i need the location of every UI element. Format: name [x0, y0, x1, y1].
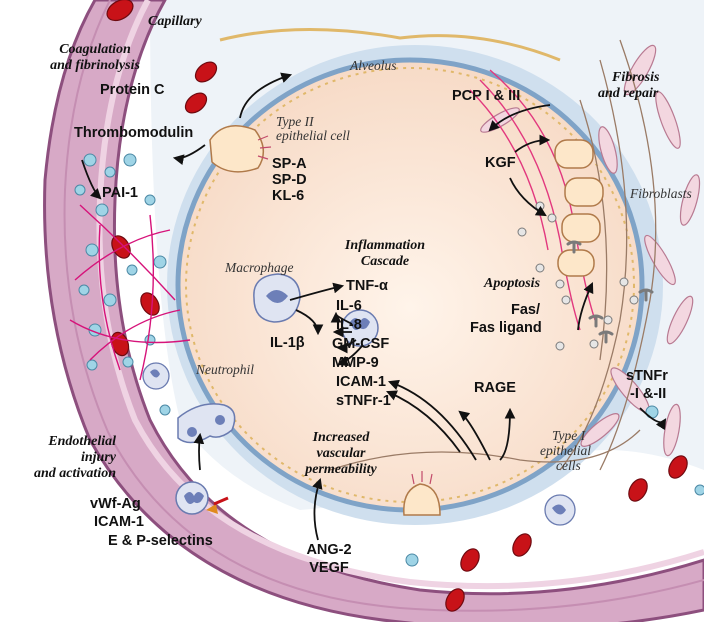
coagulation-label-line1: Coagulation: [59, 42, 131, 57]
permeability-label-line3: permeability: [305, 462, 377, 477]
endothelial-label-line3: and activation: [33, 466, 116, 481]
il1-beta-label: IL-1β: [270, 335, 305, 351]
sp-d-label: SP-D: [272, 172, 307, 188]
signal-arrows: [81, 72, 667, 541]
fas-label-line2: Fas ligand: [470, 320, 542, 336]
type1-label-line1: Type I: [552, 428, 586, 443]
permeability-label-line2: vascular: [316, 446, 366, 461]
pai1-label: PAI-1: [102, 185, 138, 201]
vwf-ag-label: vWf-Ag: [90, 496, 141, 512]
kl6-label: KL-6: [272, 188, 305, 204]
il8-label: IL-8: [336, 317, 362, 333]
mmp9-label: MMP-9: [332, 355, 379, 371]
permeability-label-line1: Increased: [312, 430, 370, 445]
inflammation-label-line1: Inflammation: [344, 238, 426, 253]
endothelial-label-line2: injury: [80, 450, 116, 465]
alveolus-label: Alveolus: [350, 58, 397, 73]
macrophage-label: Macrophage: [225, 260, 294, 275]
ang2-label: ANG-2: [306, 542, 352, 558]
kgf-label: KGF: [485, 155, 516, 171]
tnf-alpha-label: TNF-α: [346, 278, 388, 294]
neutrophil-in-alveolus: [341, 309, 379, 347]
alveolar-lining: [219, 28, 561, 62]
capillary-label: Capillary: [148, 14, 202, 29]
il6-label: IL-6: [336, 298, 362, 314]
epithelial-cell-cluster: [554, 139, 604, 277]
type1-label-line3: cells: [556, 458, 581, 473]
transmigrating-neutrophil: [175, 403, 236, 515]
fibrin-mesh: [69, 204, 191, 381]
fas-receptors: [566, 240, 654, 344]
endothelial-label-line1: Endothelial: [48, 434, 116, 449]
thrombomodulin-label: Thrombomodulin: [74, 125, 194, 141]
apoptosis-label: Apoptosis: [484, 276, 541, 291]
icam1-left-label: ICAM-1: [94, 514, 144, 530]
macrophage-cell: [253, 273, 301, 323]
protein-c-label: Protein C: [100, 82, 165, 98]
fibrosis-label-line2: and repair: [598, 86, 659, 101]
type-i-cell: [403, 471, 441, 516]
fibroblasts-label: Fibroblasts: [630, 186, 692, 201]
type2-label-line1: Type II: [276, 114, 314, 129]
selectins-label: E & P-selectins: [108, 533, 213, 549]
fas-label-line1: Fas/: [510, 302, 540, 318]
type-ii-cell: [209, 125, 272, 173]
type1-label-line2: epithelial: [540, 443, 591, 458]
capillary-leukocytes: [142, 362, 576, 526]
stnfr1-label: sTNFr-1: [336, 393, 391, 409]
fibrosis-label-line1: Fibrosis: [612, 70, 660, 85]
fibroblasts: [480, 44, 701, 457]
type2-label-line2: epithelial cell: [276, 128, 350, 143]
rage-label: RAGE: [474, 380, 516, 396]
vegf-label: VEGF: [309, 560, 349, 576]
inflammation-label-line2: Cascade: [360, 254, 410, 269]
stnfr-label-line2: -I &-II: [630, 386, 667, 402]
icam1-center-label: ICAM-1: [336, 374, 386, 390]
neutrophil-label: Neutrophil: [196, 362, 255, 377]
stnfr-label-line1: sTNFr: [626, 368, 668, 384]
sp-a-label: SP-A: [272, 156, 307, 172]
coagulation-label-line2: and fibrinolysis: [50, 58, 140, 73]
gm-csf-label: GM-CSF: [332, 336, 390, 352]
pcp-label: PCP I & III: [452, 88, 521, 104]
